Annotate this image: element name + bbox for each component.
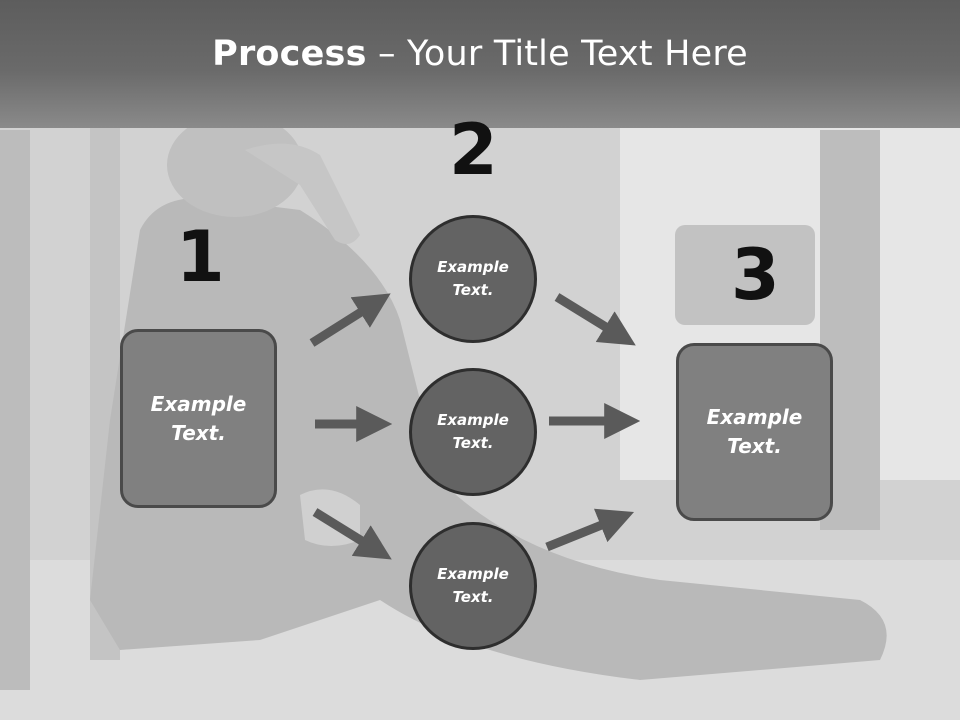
title-rest: – Your Title Text Here — [366, 34, 748, 74]
step-2-circle-bottom: Example Text. — [409, 522, 537, 650]
step-2-circle-top: Example Text. — [409, 215, 537, 343]
slide-title: Process – Your Title Text Here — [212, 34, 748, 74]
circle-top-text: Example Text. — [437, 258, 509, 299]
step-number-2: 2 — [449, 109, 498, 191]
title-bold: Process — [212, 34, 367, 74]
circle-bottom-text: Example Text. — [437, 565, 509, 606]
step-number-3: 3 — [731, 234, 780, 316]
step-3-text: Example Text. — [706, 405, 803, 458]
step-1-box: Example Text. — [120, 329, 277, 508]
step-3-box: Example Text. — [676, 343, 833, 521]
step-2-circle-middle: Example Text. — [409, 368, 537, 496]
circle-middle-text: Example Text. — [437, 411, 509, 452]
title-bar: Process – Your Title Text Here — [0, 0, 960, 128]
step-1-text: Example Text. — [150, 391, 247, 445]
step-number-1: 1 — [176, 216, 225, 298]
